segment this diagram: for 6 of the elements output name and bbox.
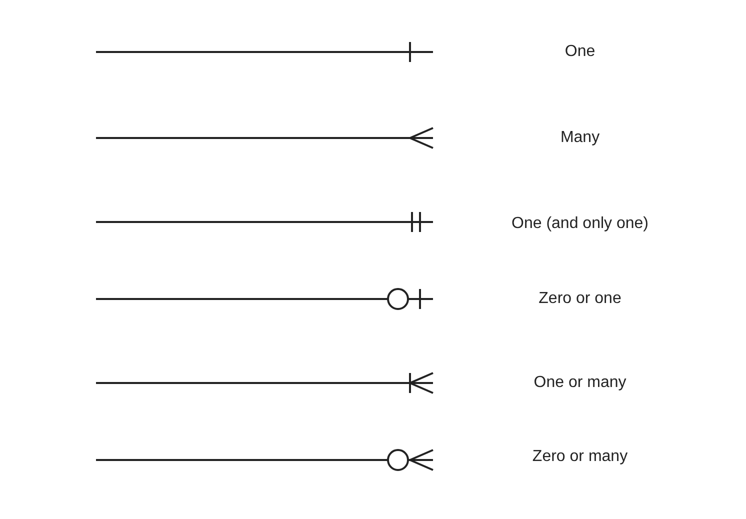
legend-label: One or many — [534, 374, 626, 392]
legend-label: Zero or many — [532, 448, 628, 466]
legend-label: Many — [560, 129, 600, 147]
legend-label: One (and only one) — [512, 215, 648, 233]
legend-label: One — [564, 43, 596, 61]
legend-label: Zero or one — [538, 290, 622, 308]
